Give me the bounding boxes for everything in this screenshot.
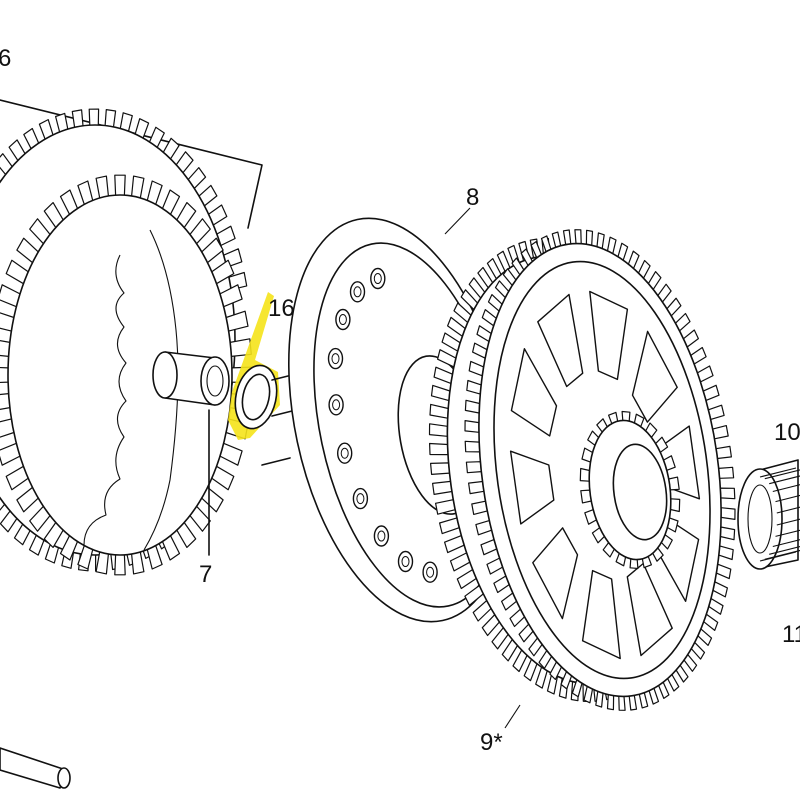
tooth [638, 692, 649, 709]
bolt-hole-inner [332, 399, 341, 411]
tooth [88, 108, 100, 126]
bolt-hole [422, 561, 438, 583]
spoke-window [509, 450, 555, 525]
tooth [468, 480, 485, 495]
needle-roller [775, 529, 800, 537]
tooth [114, 174, 126, 196]
label-part-11: 11 [782, 621, 800, 648]
bolt-hole-inner [426, 566, 435, 578]
part-16-washer [228, 292, 280, 440]
tooth [715, 445, 733, 460]
tooth [428, 423, 448, 437]
tooth [432, 480, 453, 495]
part-9-driven-gear [428, 229, 736, 729]
spoke-window [581, 569, 621, 660]
label-part-7: 7 [199, 561, 212, 588]
needle-roller [775, 494, 800, 503]
tooth [114, 554, 126, 576]
needle-roller [759, 551, 797, 562]
tooth [430, 462, 451, 475]
label-part-16: 16 [268, 295, 295, 322]
bearing-needles [759, 467, 800, 562]
bolt-hole [397, 550, 414, 573]
needle-roller [772, 539, 800, 548]
bolt-hole-inner [340, 447, 349, 459]
bolt-hole [373, 525, 390, 547]
spoke-window [532, 527, 579, 620]
needle-roller [776, 518, 800, 526]
part-6-bracket [0, 99, 263, 229]
gear-spoke-windows [509, 290, 701, 660]
tooth [464, 440, 481, 453]
tooth [669, 498, 681, 513]
gear-front-teeth [464, 229, 736, 711]
tooth [628, 694, 638, 711]
needle-roller [776, 506, 800, 514]
bolt-hole-inner [331, 353, 340, 365]
tooth [71, 109, 84, 128]
bolt-hole-inner [373, 273, 382, 284]
label-part-8: 8 [466, 184, 479, 211]
tooth [429, 442, 449, 456]
spoke-window [631, 330, 678, 423]
needle-roller [769, 475, 800, 485]
tooth [574, 229, 582, 245]
bolt-hole [328, 394, 344, 416]
needle-roller [764, 469, 800, 480]
tooth [720, 507, 736, 521]
tooth [104, 108, 117, 128]
shaft-pin [0, 747, 71, 789]
bolt-hole-inner [401, 556, 410, 567]
tooth [719, 526, 736, 541]
part-7-sleeve [152, 351, 230, 556]
tooth [465, 461, 482, 474]
needle-roller [759, 467, 797, 478]
label-part-10: 10 [774, 419, 800, 446]
tooth [718, 466, 735, 479]
bolt-hole [349, 281, 366, 303]
label-part-6: 6 [0, 45, 11, 72]
clutch-plate-stack [0, 108, 253, 576]
tooth [131, 551, 145, 575]
tooth [719, 487, 736, 500]
spoke-window [589, 290, 629, 381]
tooth [585, 229, 594, 246]
label-part-9: 9* [480, 729, 503, 756]
hub-bolt-holes [327, 267, 438, 583]
tooth [562, 229, 572, 246]
bolt-hole [370, 267, 386, 290]
bolt-hole-inner [338, 314, 347, 325]
spoke-window [510, 348, 558, 437]
tooth [718, 545, 734, 561]
tooth [551, 231, 562, 248]
tooth [595, 690, 604, 708]
bolt-hole-inner [377, 530, 386, 542]
tooth [579, 467, 591, 482]
tooth [0, 366, 9, 384]
tooth [596, 232, 605, 250]
tooth [464, 420, 480, 433]
tooth [712, 425, 729, 440]
bolt-hole [335, 308, 351, 331]
bolt-hole [352, 487, 369, 510]
bolt-hole [327, 347, 344, 370]
bolt-hole-inner [356, 493, 365, 505]
tooth [715, 563, 732, 580]
needle-roller [772, 484, 800, 493]
bolt-hole [337, 442, 353, 464]
part-10-needle-bearing [737, 459, 800, 570]
needle-roller [769, 546, 800, 555]
tooth [618, 695, 626, 711]
front-plate-teeth [0, 174, 253, 576]
spoke-window [537, 293, 584, 388]
bolt-hole-inner [353, 286, 362, 298]
spoke-window [626, 562, 673, 657]
tooth [606, 693, 615, 711]
